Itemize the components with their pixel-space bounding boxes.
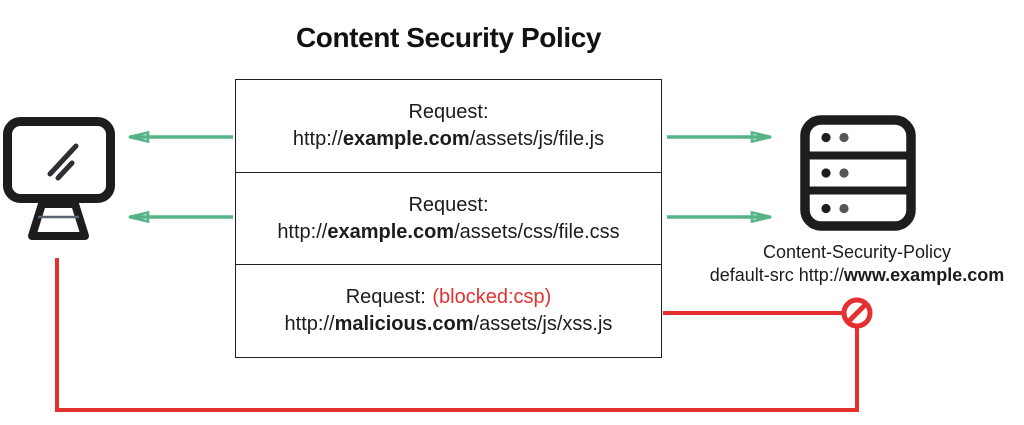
green-arrow-icon [128, 130, 233, 144]
request-row-blocked: Request:(blocked:csp) http://malicious.c… [236, 264, 661, 357]
request-label-line: Request: [408, 193, 489, 216]
request-domain: malicious.com [334, 313, 474, 336]
request-url: http://example.com/assets/css/file.css [277, 220, 620, 243]
request-label-line: Request: [408, 100, 489, 123]
request-domain: example.com [342, 127, 470, 150]
request-box: Request: http://example.com/assets/js/fi… [235, 79, 662, 358]
allowed-domain: www.example.com [843, 265, 1005, 285]
request-row-js: Request: http://example.com/assets/js/fi… [236, 80, 661, 172]
green-arrow-icon [667, 130, 772, 144]
no-entry-icon [841, 297, 873, 329]
csp-header-caption: Content-Security-Policy default-src http… [690, 241, 1024, 287]
csp-header-value: default-src http://www.example.com [709, 265, 1005, 285]
page-title: Content Security Policy [295, 22, 602, 53]
csp-header-name: Content-Security-Policy [762, 242, 952, 262]
blocked-csp-note: (blocked:csp) [432, 286, 552, 309]
request-domain: example.com [327, 220, 455, 243]
request-url: http://malicious.com/assets/js/xss.js [284, 313, 613, 336]
monitor-icon [3, 117, 115, 240]
request-row-css: Request: http://example.com/assets/css/f… [236, 171, 661, 265]
server-icon [800, 115, 916, 231]
request-label-line: Request:(blocked:csp) [345, 286, 552, 309]
green-arrow-icon [128, 210, 233, 224]
green-arrow-icon [667, 210, 772, 224]
request-url: http://example.com/assets/js/file.js [292, 127, 605, 150]
